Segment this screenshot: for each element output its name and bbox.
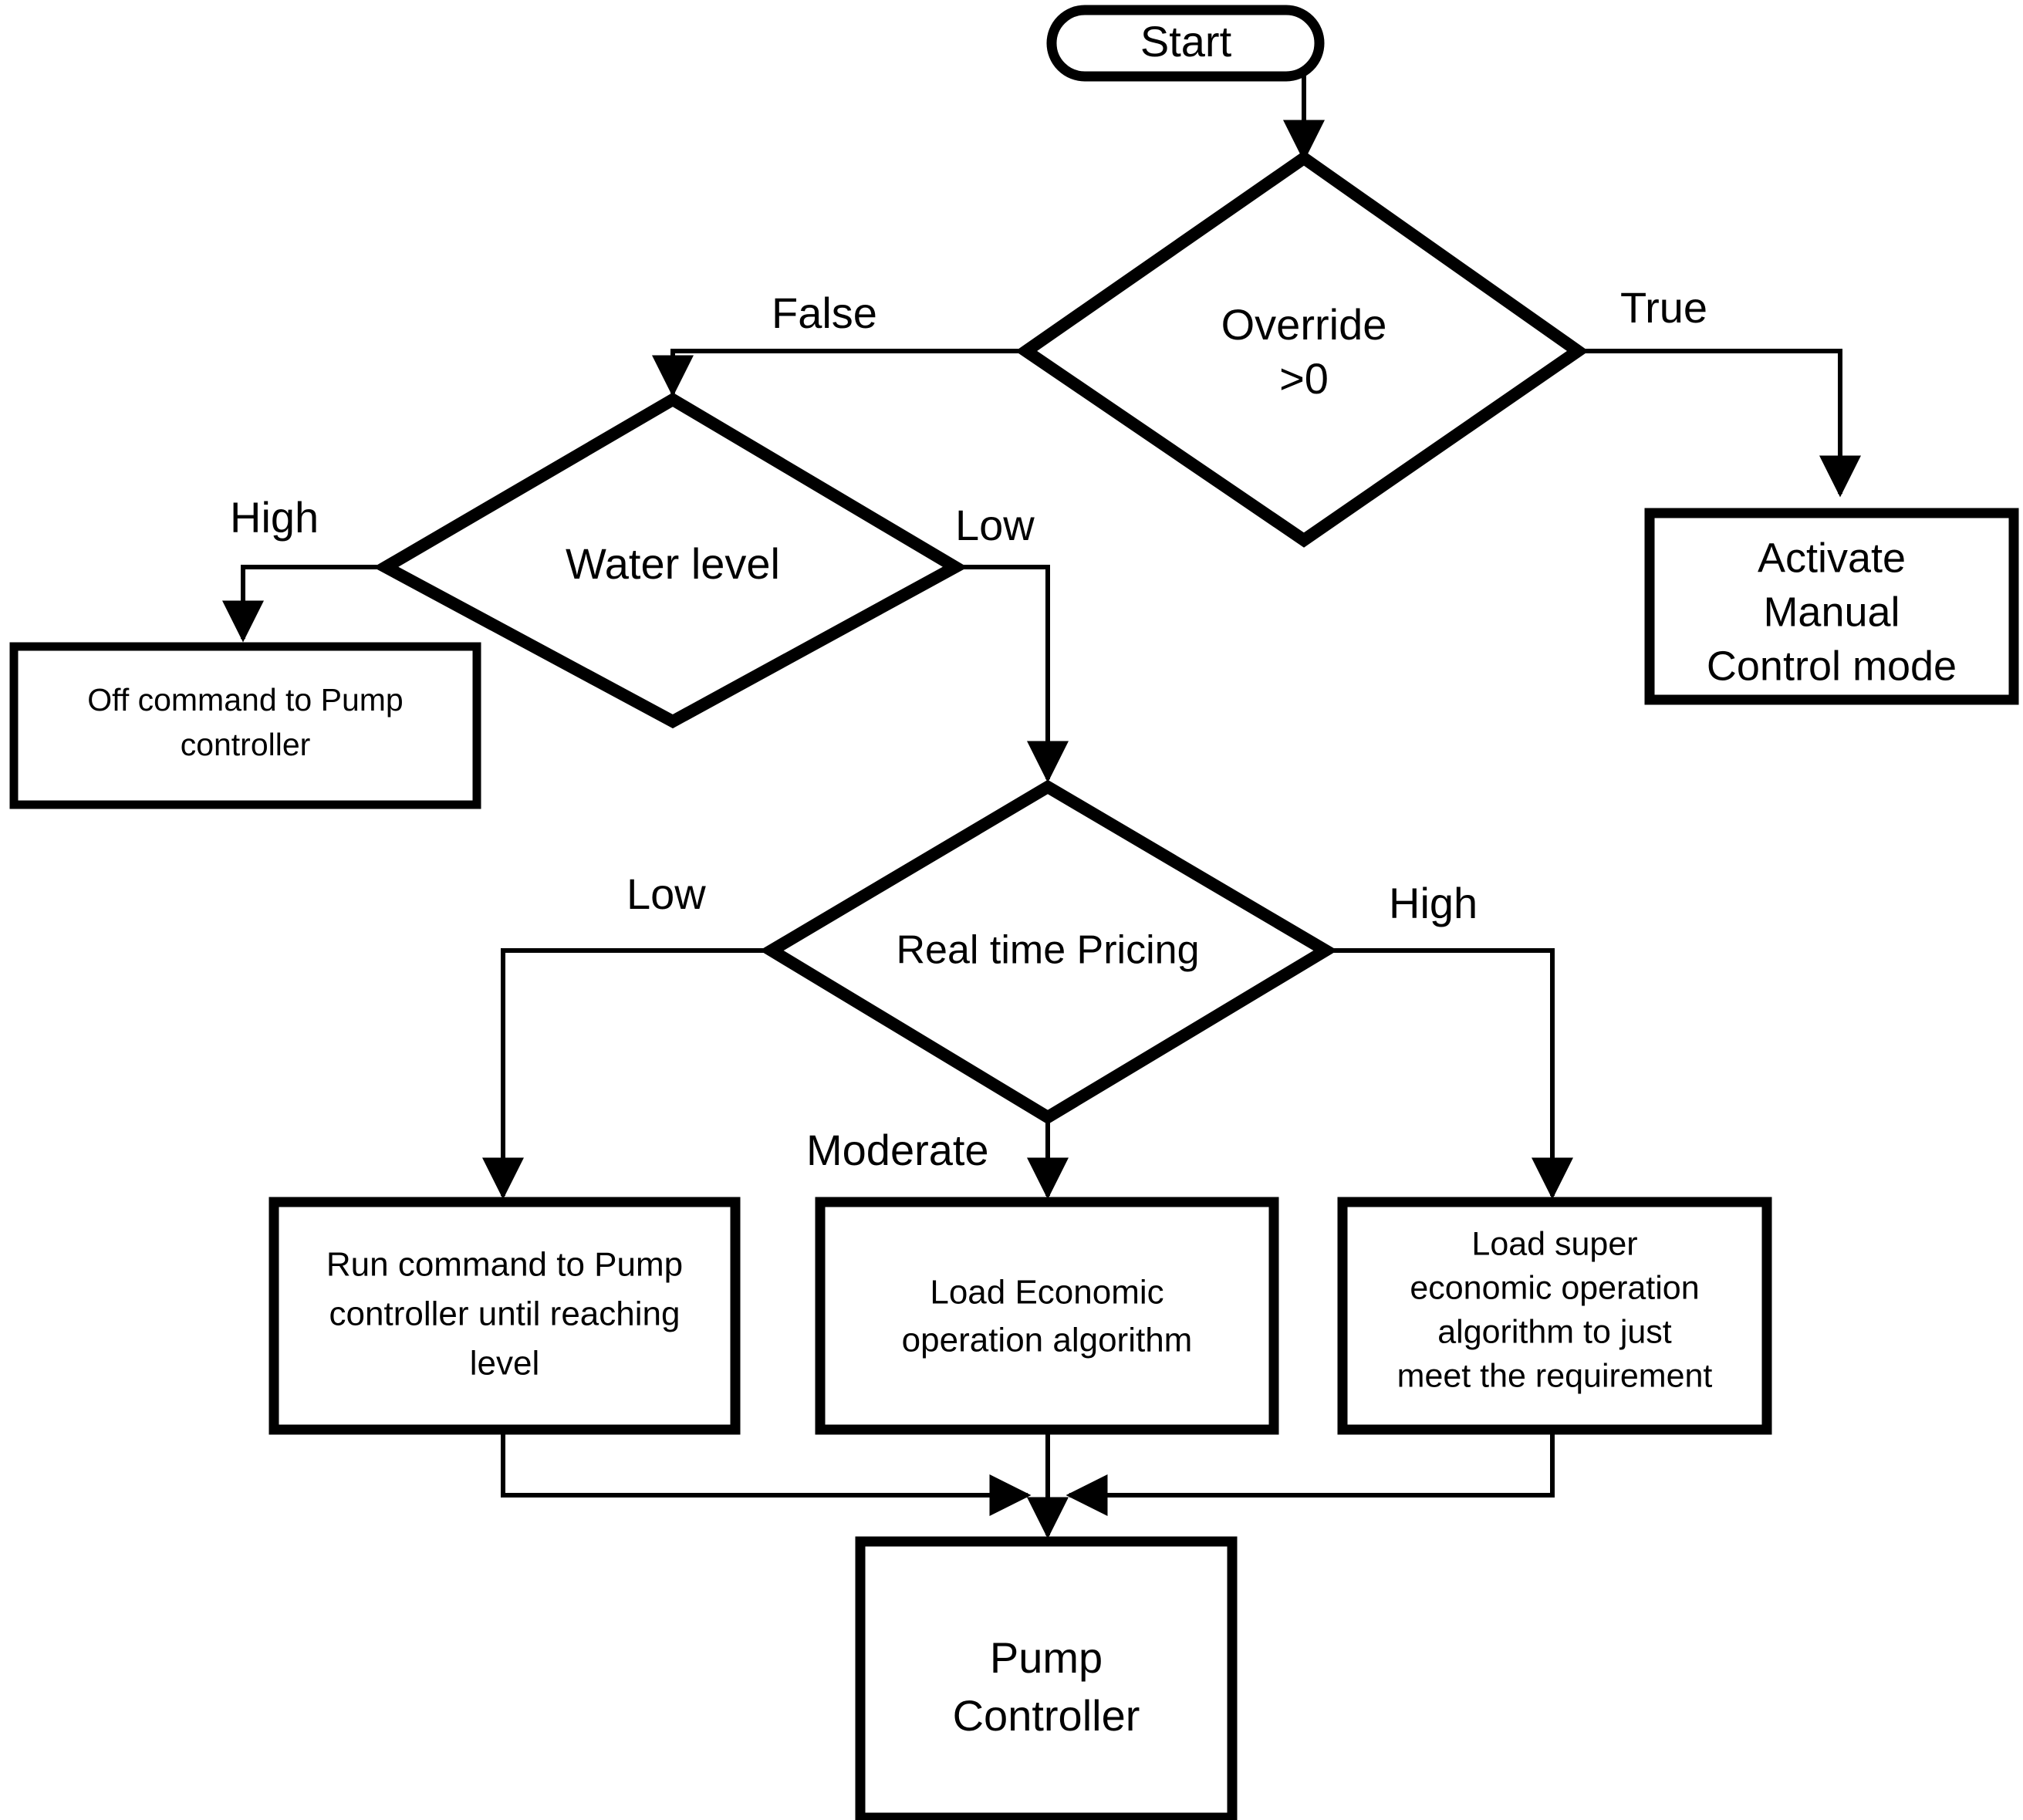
load-super-economic-shape	[1337, 1197, 1772, 1435]
start-label: Start	[1140, 17, 1232, 66]
edge-labels: False True High Low Low Moderate High	[230, 283, 1707, 1174]
load-super-line1: Load super	[1471, 1225, 1637, 1262]
node-activate-manual-control[interactable]: Activate Manual Control mode	[1644, 508, 2019, 705]
run-command-line3: level	[470, 1345, 540, 1383]
real-time-pricing-shape	[759, 779, 1338, 1125]
start-shape	[1046, 5, 1325, 82]
activate-manual-line2: Manual	[1763, 589, 1900, 635]
water-level-label: Water level	[566, 539, 780, 588]
edge-override-true	[1578, 349, 1861, 498]
load-super-line4: meet the requirement	[1397, 1357, 1713, 1394]
pump-controller-line1: Pump	[990, 1633, 1103, 1682]
pump-controller-line2: Controller	[953, 1691, 1140, 1740]
activate-manual-line1: Activate	[1758, 535, 1906, 581]
activate-manual-line3: Control mode	[1707, 643, 1957, 689]
override-shape	[1015, 150, 1589, 548]
node-water-level[interactable]: Water level	[373, 392, 968, 729]
node-load-super-economic[interactable]: Load super economic operation algorithm …	[1337, 1197, 1772, 1435]
node-real-time-pricing[interactable]: Real time Pricing	[759, 779, 1338, 1125]
load-economic-line2: operation algorithm	[902, 1322, 1193, 1359]
off-command-line2: controller	[181, 727, 311, 762]
edge-waterlevel-high	[222, 565, 386, 643]
node-override[interactable]: Override >0	[1015, 150, 1589, 548]
run-command-line2: controller until reaching	[329, 1295, 681, 1333]
off-command-shape	[9, 642, 481, 809]
node-start[interactable]: Start	[1046, 5, 1325, 82]
load-economic-shape	[815, 1197, 1279, 1435]
label-override-false: False	[772, 289, 877, 337]
edge-pricing-high	[1326, 948, 1573, 1200]
node-pump-controller[interactable]: Pump Controller	[855, 1536, 1238, 1820]
connectors	[222, 75, 1861, 1539]
off-command-line1: Off command to Pump	[87, 682, 403, 718]
edge-waterlevel-low	[955, 565, 1069, 783]
override-label-line1: Override	[1221, 300, 1387, 349]
label-pricing-moderate: Moderate	[806, 1126, 989, 1174]
node-run-command[interactable]: Run command to Pump controller until rea…	[268, 1197, 741, 1435]
node-off-command[interactable]: Off command to Pump controller	[9, 642, 481, 809]
load-economic-line1: Load Economic	[930, 1274, 1163, 1312]
real-time-pricing-label: Real time Pricing	[896, 928, 1199, 973]
edge-supereconomic-to-merge	[1066, 1432, 1555, 1516]
node-load-economic[interactable]: Load Economic operation algorithm	[815, 1197, 1279, 1435]
label-pricing-high: High	[1389, 879, 1478, 927]
activate-manual-shape	[1644, 508, 2019, 705]
load-super-line3: algorithm to just	[1437, 1313, 1672, 1350]
label-override-true: True	[1620, 283, 1707, 332]
run-command-shape	[268, 1197, 741, 1435]
label-pricing-low: Low	[626, 869, 706, 918]
edge-pricing-low	[482, 948, 772, 1200]
edge-override-false	[652, 349, 1026, 397]
run-command-line1: Run command to Pump	[326, 1246, 683, 1284]
edge-runcommand-to-merge	[501, 1432, 1032, 1516]
pump-controller-shape	[855, 1536, 1238, 1820]
label-waterlevel-high: High	[230, 493, 319, 542]
override-label-line2: >0	[1279, 354, 1329, 403]
label-waterlevel-low: Low	[955, 501, 1035, 549]
water-level-shape	[373, 392, 968, 729]
load-super-line2: economic operation	[1410, 1269, 1699, 1306]
